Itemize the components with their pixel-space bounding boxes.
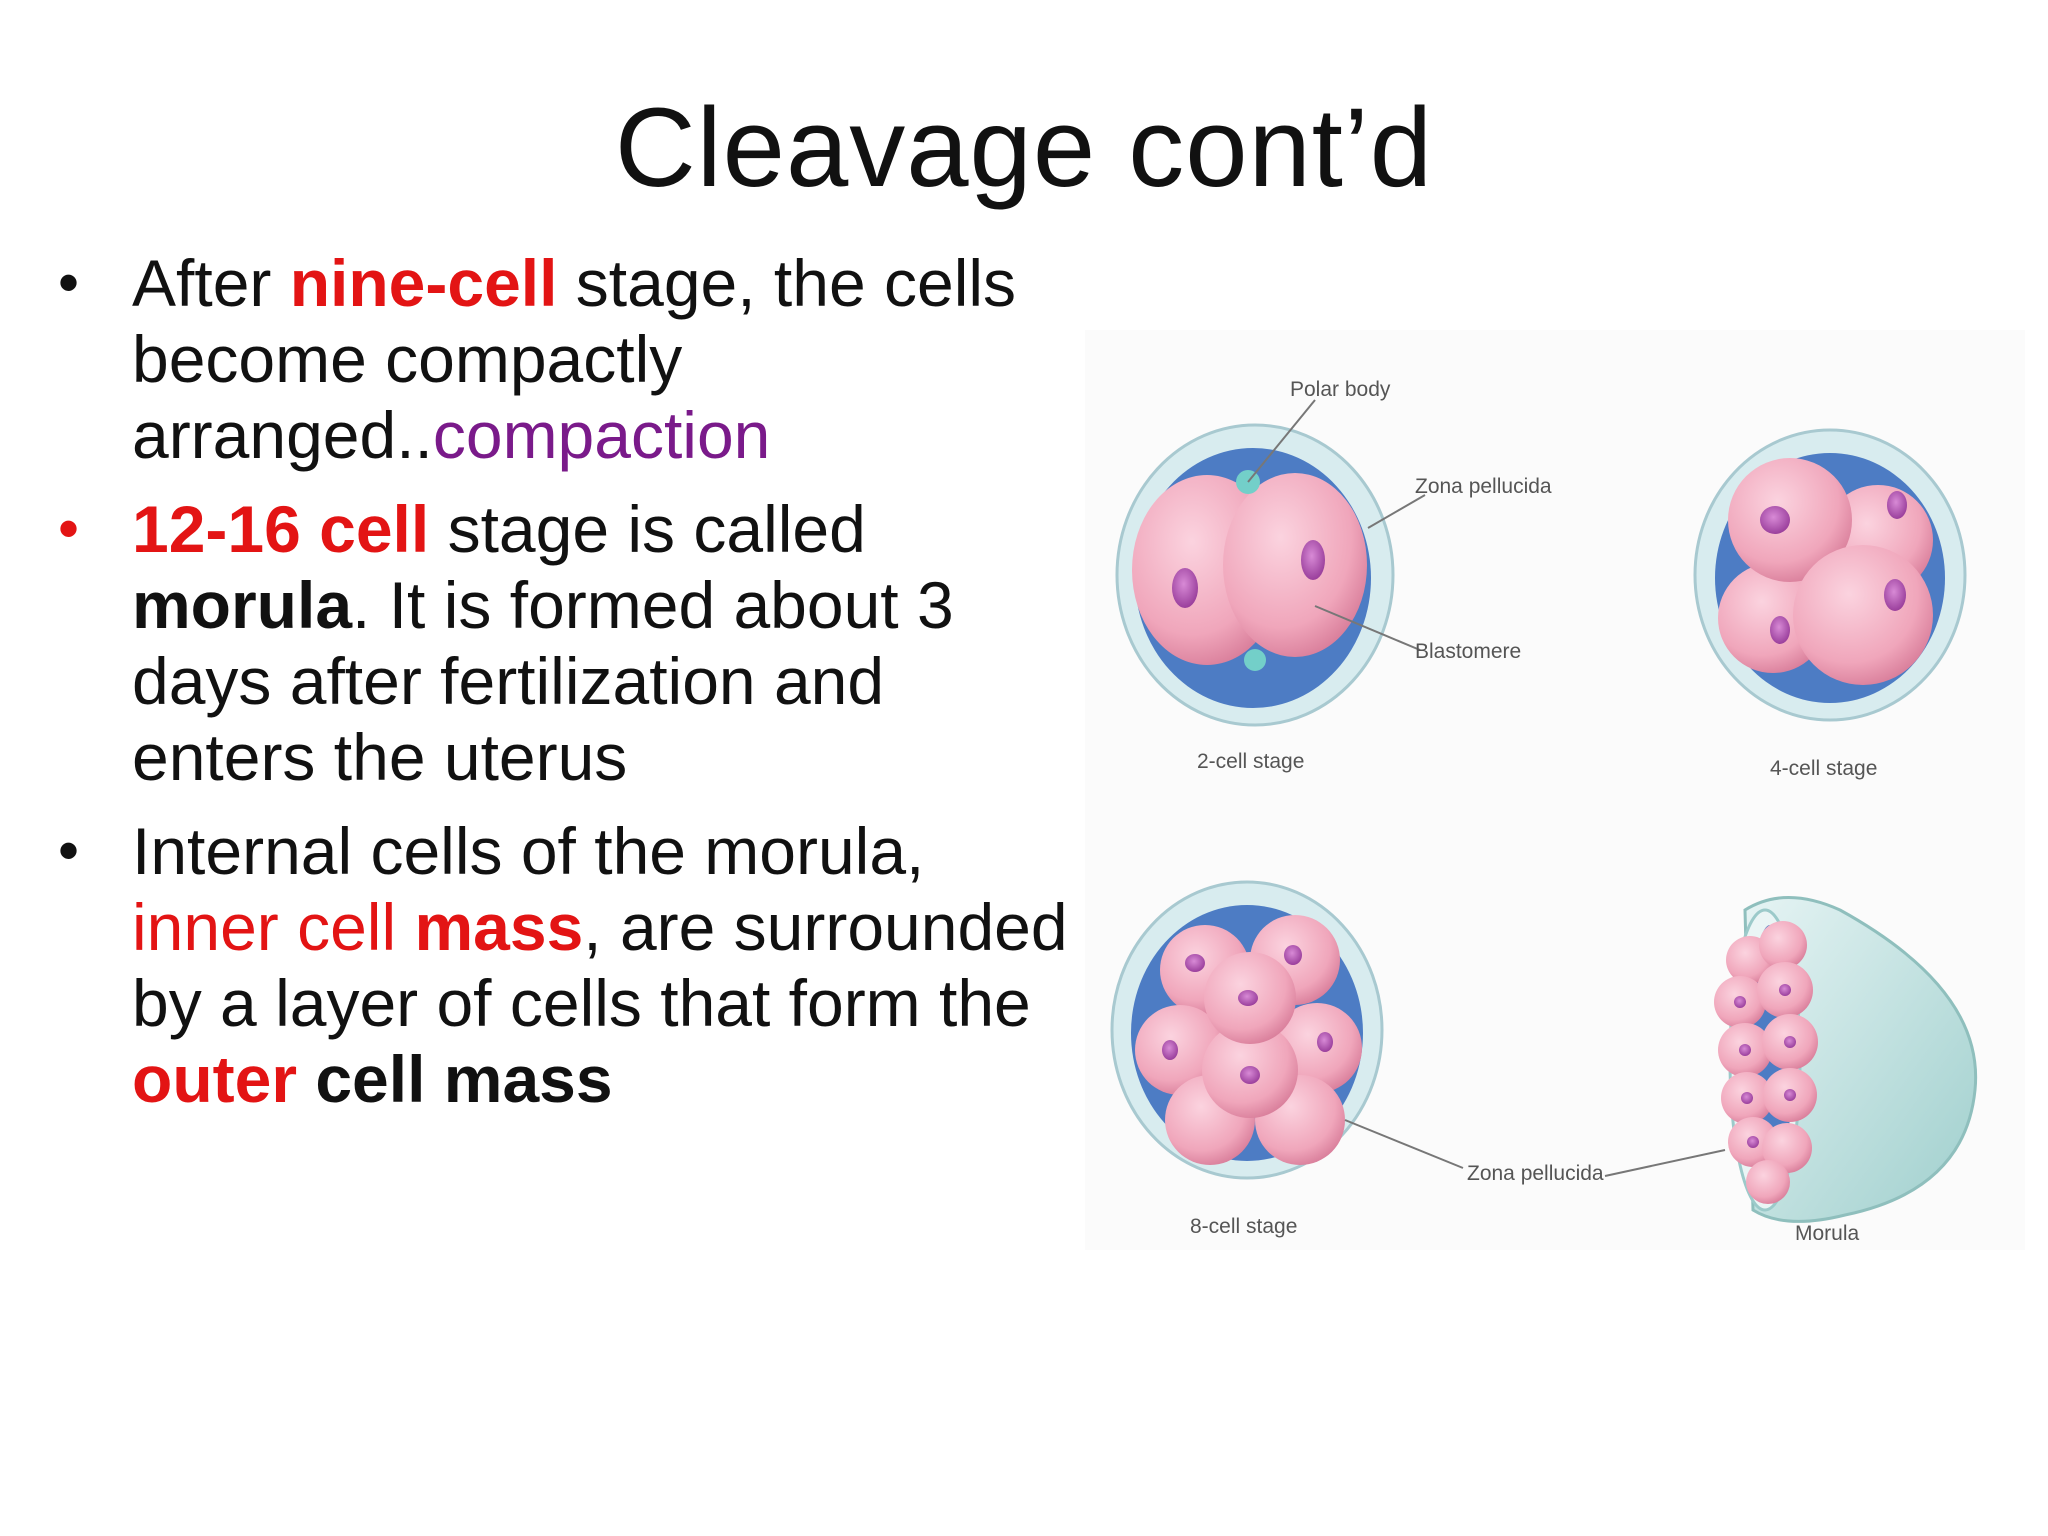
blastomere <box>1793 545 1933 685</box>
bullet-segment: , are surrounded by a layer of cells tha… <box>132 890 1068 1040</box>
nucleus <box>1770 616 1790 644</box>
nucleus <box>1887 491 1907 519</box>
polar-body <box>1244 649 1266 671</box>
leader-line <box>1367 494 1426 529</box>
blastomere <box>1223 473 1367 657</box>
label-four-cell-stage: 4-cell stage <box>1770 757 1878 780</box>
bullet-segment: morula <box>132 568 353 642</box>
nucleus <box>1240 1066 1260 1084</box>
label-two-cell-stage: 2-cell stage <box>1197 750 1305 773</box>
nucleus <box>1172 568 1198 608</box>
four-cell-embryo <box>1693 428 1967 722</box>
eight-cell-embryo <box>1110 880 1464 1180</box>
nucleus <box>1779 984 1791 996</box>
nucleus <box>1185 954 1205 972</box>
nucleus <box>1734 996 1746 1008</box>
cleavage-diagram <box>1110 399 1978 1223</box>
nucleus <box>1760 506 1790 534</box>
bullet-segment: stage, the cells become compactly arrang… <box>132 246 1017 472</box>
blastomere <box>1746 1160 1790 1204</box>
bullet-segment: After <box>132 246 290 320</box>
label-blastomere: Blastomere <box>1415 640 1522 663</box>
nucleus <box>1238 990 1258 1006</box>
leader-line <box>1604 1149 1726 1177</box>
leader-line <box>1247 399 1316 483</box>
bullet-marker: • <box>58 495 80 562</box>
blastomere <box>1762 1123 1812 1173</box>
nucleus <box>1301 540 1325 580</box>
nucleus <box>1317 1032 1333 1052</box>
bullet-segment: cell mass <box>297 1042 613 1116</box>
morula-embryo <box>1604 896 1978 1223</box>
label-zona-pellucida-bottom: Zona pellucida <box>1467 1162 1604 1185</box>
label-eight-cell-stage: 8-cell stage <box>1190 1215 1298 1238</box>
bullet-item-compaction: • After nine-cell stage, the cells becom… <box>50 245 1080 473</box>
nucleus <box>1884 579 1906 611</box>
bullet-marker: • <box>58 817 80 884</box>
slide-title: Cleavage cont’d <box>614 85 1434 210</box>
blastomere <box>1759 921 1807 969</box>
cleavage-figure: Polar body Zona pellucida Blastomere 2-c… <box>1085 330 2025 1250</box>
bullet-segment: Internal cells of the morula, <box>132 814 925 888</box>
nucleus <box>1784 1089 1796 1101</box>
label-zona-pellucida-top: Zona pellucida <box>1415 475 1552 498</box>
label-polar-body: Polar body <box>1290 378 1391 401</box>
bullet-segment: compaction <box>432 398 771 472</box>
nucleus <box>1162 1040 1178 1060</box>
bullet-segment: outer <box>132 1042 297 1116</box>
two-cell-embryo <box>1115 399 1426 727</box>
nucleus <box>1741 1092 1753 1104</box>
nucleus <box>1739 1044 1751 1056</box>
bullet-marker: • <box>58 249 80 316</box>
label-morula: Morula <box>1795 1222 1860 1245</box>
nucleus <box>1747 1136 1759 1148</box>
bullet-item-inner-cell-mass: • Internal cells of the morula, inner ce… <box>50 813 1080 1117</box>
leader-line <box>1314 605 1421 651</box>
bullet-item-morula: • 12-16 cell stage is called morula. It … <box>50 491 1080 795</box>
bullet-segment: inner cell <box>132 890 415 964</box>
bullet-list: • After nine-cell stage, the cells becom… <box>50 245 1080 1135</box>
bullet-segment: nine-cell <box>289 246 558 320</box>
nucleus <box>1284 945 1302 965</box>
leader-line <box>1344 1119 1464 1169</box>
nucleus <box>1784 1036 1796 1048</box>
bullet-segment: . It is formed about 3 days after fertil… <box>132 568 954 794</box>
bullet-segment: mass <box>414 890 584 964</box>
bullet-segment: 12-16 cell <box>132 492 430 566</box>
bullet-segment: stage is called <box>429 492 866 566</box>
